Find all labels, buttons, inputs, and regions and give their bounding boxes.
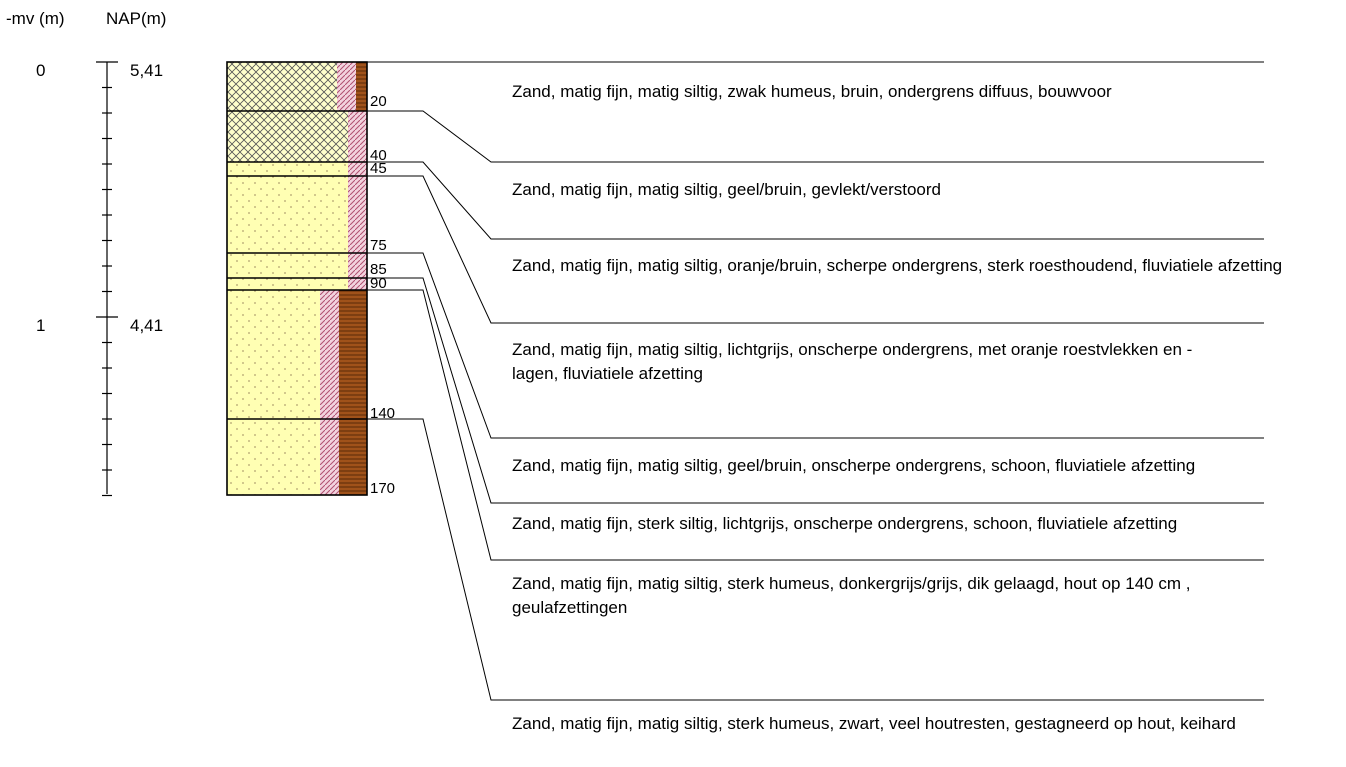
layer-strip-7 [320,290,339,419]
layer-description-6: Zand, matig fijn, sterk siltig, lichtgri… [512,514,1178,533]
nap-label-1: 4,41 [130,316,163,335]
layer-strip-7b [339,290,367,419]
depth-label-85: 85 [370,261,387,278]
layer-description-4: Zand, matig fijn, matig siltig, lichtgri… [512,340,1193,383]
layer-strip-1 [337,62,356,111]
depth-label-40: 40 [370,147,387,164]
layer-strip-2 [348,111,367,162]
soil-column [226,61,368,496]
layer-strip-4 [348,176,367,253]
layer-strip-5 [348,253,367,278]
layer-fill-3 [227,162,348,176]
layer-description-1: Zand, matig fijn, matig siltig, zwak hum… [512,82,1112,101]
layer-fill-1 [227,62,337,111]
depth-labels: 20 40 45 75 85 90 140 170 [370,93,395,497]
depth-label-75: 75 [370,237,387,254]
layer-description-2: Zand, matig fijn, matig siltig, geel/bru… [512,180,941,199]
layer-fill-4 [227,176,348,253]
depth-label-45: 45 [370,160,387,177]
header-mv: -mv (m) [6,9,65,28]
depth-axis: 0 5,41 1 4,41 [36,61,163,497]
mv-label-1: 1 [36,316,45,335]
layer-strip-6 [348,278,367,290]
depth-label-170: 170 [370,480,395,497]
layer-fill-2 [227,111,348,162]
layer-description-7: Zand, matig fijn, matig siltig, sterk hu… [512,574,1191,617]
layer-strip-1b [356,62,367,111]
layer-fill-8 [227,419,320,495]
mv-label-0: 0 [36,61,45,80]
layer-description-5: Zand, matig fijn, matig siltig, geel/bru… [512,456,1196,475]
layer-fill-5 [227,253,348,278]
layer-fill-7 [227,290,320,419]
layer-strip-3 [348,162,367,176]
depth-label-90: 90 [370,275,387,292]
layer-strip-8b [339,419,367,495]
nap-label-0: 5,41 [130,61,163,80]
depth-label-20: 20 [370,93,387,110]
header-nap: NAP(m) [106,9,166,28]
layer-fill-6 [227,278,348,290]
layer-description-3: Zand, matig fijn, matig siltig, oranje/b… [512,256,1283,275]
depth-label-140: 140 [370,405,395,422]
connector-lines [367,61,1264,701]
layer-strip-8 [320,419,339,495]
layer-description-8: Zand, matig fijn, matig siltig, sterk hu… [512,714,1236,733]
